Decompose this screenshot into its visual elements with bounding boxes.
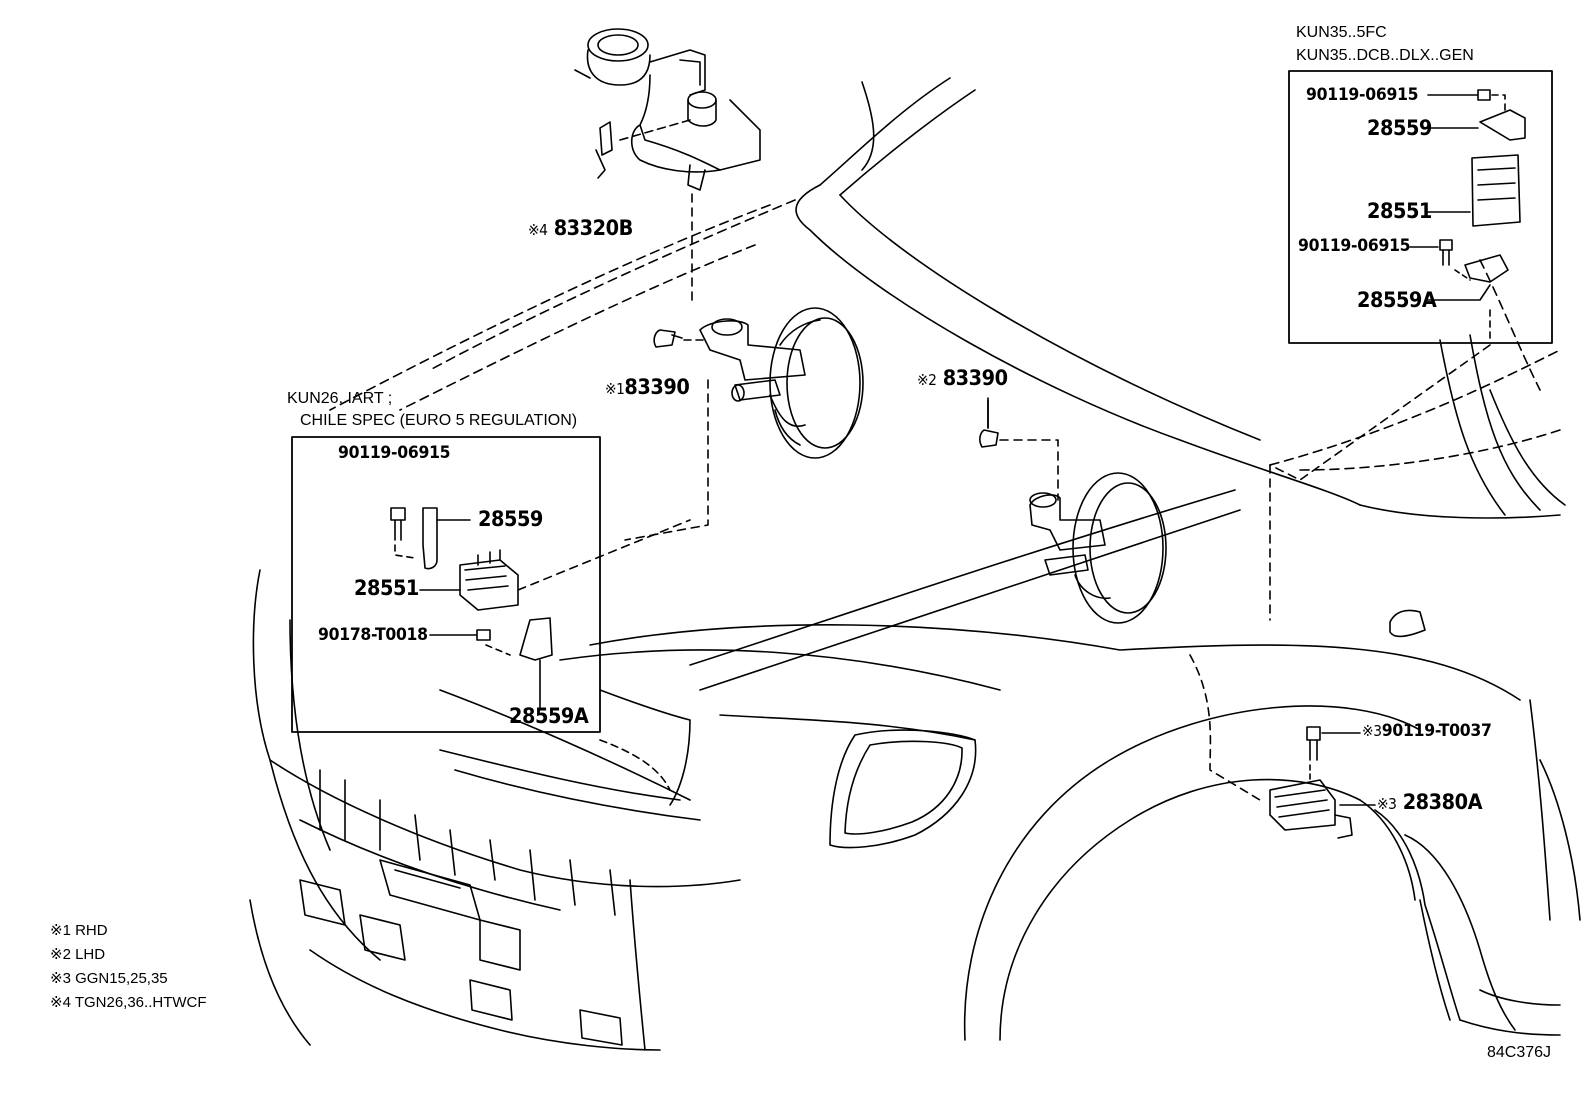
- legend-item-lhd: ※2 LHD: [50, 946, 106, 963]
- reservoir-assembly: [574, 28, 761, 191]
- marker-icon: ※: [1362, 722, 1374, 740]
- legend-item-ggn: ※3 GGN15,25,35: [50, 970, 168, 987]
- marker-icon: ※: [605, 380, 617, 398]
- box-kun26-parts: [390, 507, 691, 711]
- part-83390-rhd: 83390: [624, 375, 690, 399]
- part-83320B: 83320B: [553, 216, 634, 240]
- kun35-part-bolt-lower: 90119-06915: [1298, 236, 1411, 256]
- kun26-part-nut: 90178-T0018: [318, 625, 428, 645]
- vehicle-body-outline: [249, 77, 1581, 1051]
- kun26-part-bolt: 90119-06915: [338, 443, 451, 463]
- callout-83390-lhd: ※2 83390: [917, 366, 1008, 390]
- kun26-part-module: 28551: [354, 576, 419, 600]
- box-kun35-parts: [1269, 89, 1526, 621]
- kun26-part-bracket-a: 28559A: [509, 704, 589, 728]
- box-kun35-line1: KUN35..5FC: [1296, 24, 1387, 41]
- kun35-part-bracket-a: 28559A: [1357, 288, 1437, 312]
- part-83390-lhd: 83390: [942, 366, 1008, 390]
- part-90119-T0037: 90119-T0037: [1381, 721, 1492, 741]
- marker-icon: ※: [50, 970, 63, 987]
- marker-icon: ※: [917, 371, 929, 389]
- callout-90119-T0037: ※390119-T0037: [1362, 721, 1492, 741]
- marker-icon: ※: [50, 922, 63, 939]
- box-kun26-frame: [291, 436, 601, 733]
- marker-icon: ※: [50, 994, 63, 1011]
- legend-item-tgn: ※4 TGN26,36..HTWCF: [50, 994, 207, 1011]
- brake-booster-rhd: [624, 189, 864, 541]
- legend-item-rhd: ※1 RHD: [50, 922, 108, 939]
- kun35-part-module: 28551: [1367, 199, 1432, 223]
- kun35-part-bracket: 28559: [1367, 116, 1432, 140]
- part-28380A: 28380A: [1402, 790, 1483, 814]
- box-kun35-line2: KUN35..DCB..DLX..GEN: [1296, 47, 1474, 64]
- callout-83390-rhd: ※183390: [605, 375, 690, 399]
- callout-83320B: ※4 83320B: [528, 216, 634, 240]
- kun35-part-bolt-top: 90119-06915: [1306, 85, 1419, 105]
- marker-icon: ※: [1377, 795, 1389, 813]
- box-kun35-frame: [1288, 70, 1553, 344]
- box-kun26-line2: CHILE SPEC (EURO 5 REGULATION): [300, 412, 578, 429]
- brake-booster-lhd: [979, 399, 1167, 624]
- callout-28380A: ※3 28380A: [1377, 790, 1483, 814]
- box-kun26-line1: KUN26..IART ;: [287, 390, 393, 407]
- kun26-part-bracket: 28559: [478, 507, 543, 531]
- marker-icon: ※: [528, 221, 540, 239]
- drawing-id: 84C376J: [1487, 1044, 1552, 1061]
- marker-icon: ※: [50, 946, 63, 963]
- fender-module: [1189, 654, 1376, 839]
